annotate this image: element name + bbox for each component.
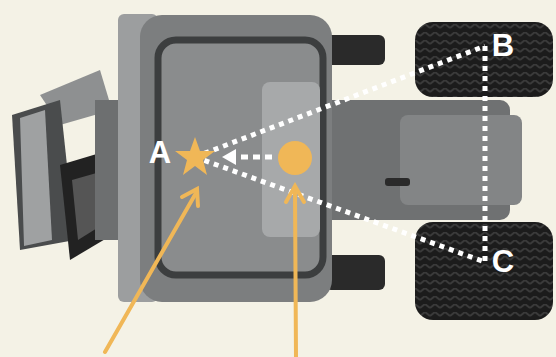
rear-wheel — [325, 255, 385, 290]
loader-bucket — [12, 70, 125, 260]
point-label: B — [492, 29, 514, 63]
shift-arrow — [236, 155, 272, 160]
hood-front — [400, 115, 522, 205]
dotted-lines — [195, 46, 485, 262]
star-marker — [175, 137, 215, 175]
cab-roof — [158, 40, 323, 275]
point-label: A — [149, 136, 171, 170]
point-label: C — [492, 245, 514, 279]
cab — [140, 15, 332, 302]
arrow-head — [222, 149, 236, 165]
pointer-arrows — [105, 186, 304, 357]
exhaust — [385, 178, 410, 186]
circle-marker — [278, 141, 312, 175]
rear-wheel — [325, 35, 385, 65]
